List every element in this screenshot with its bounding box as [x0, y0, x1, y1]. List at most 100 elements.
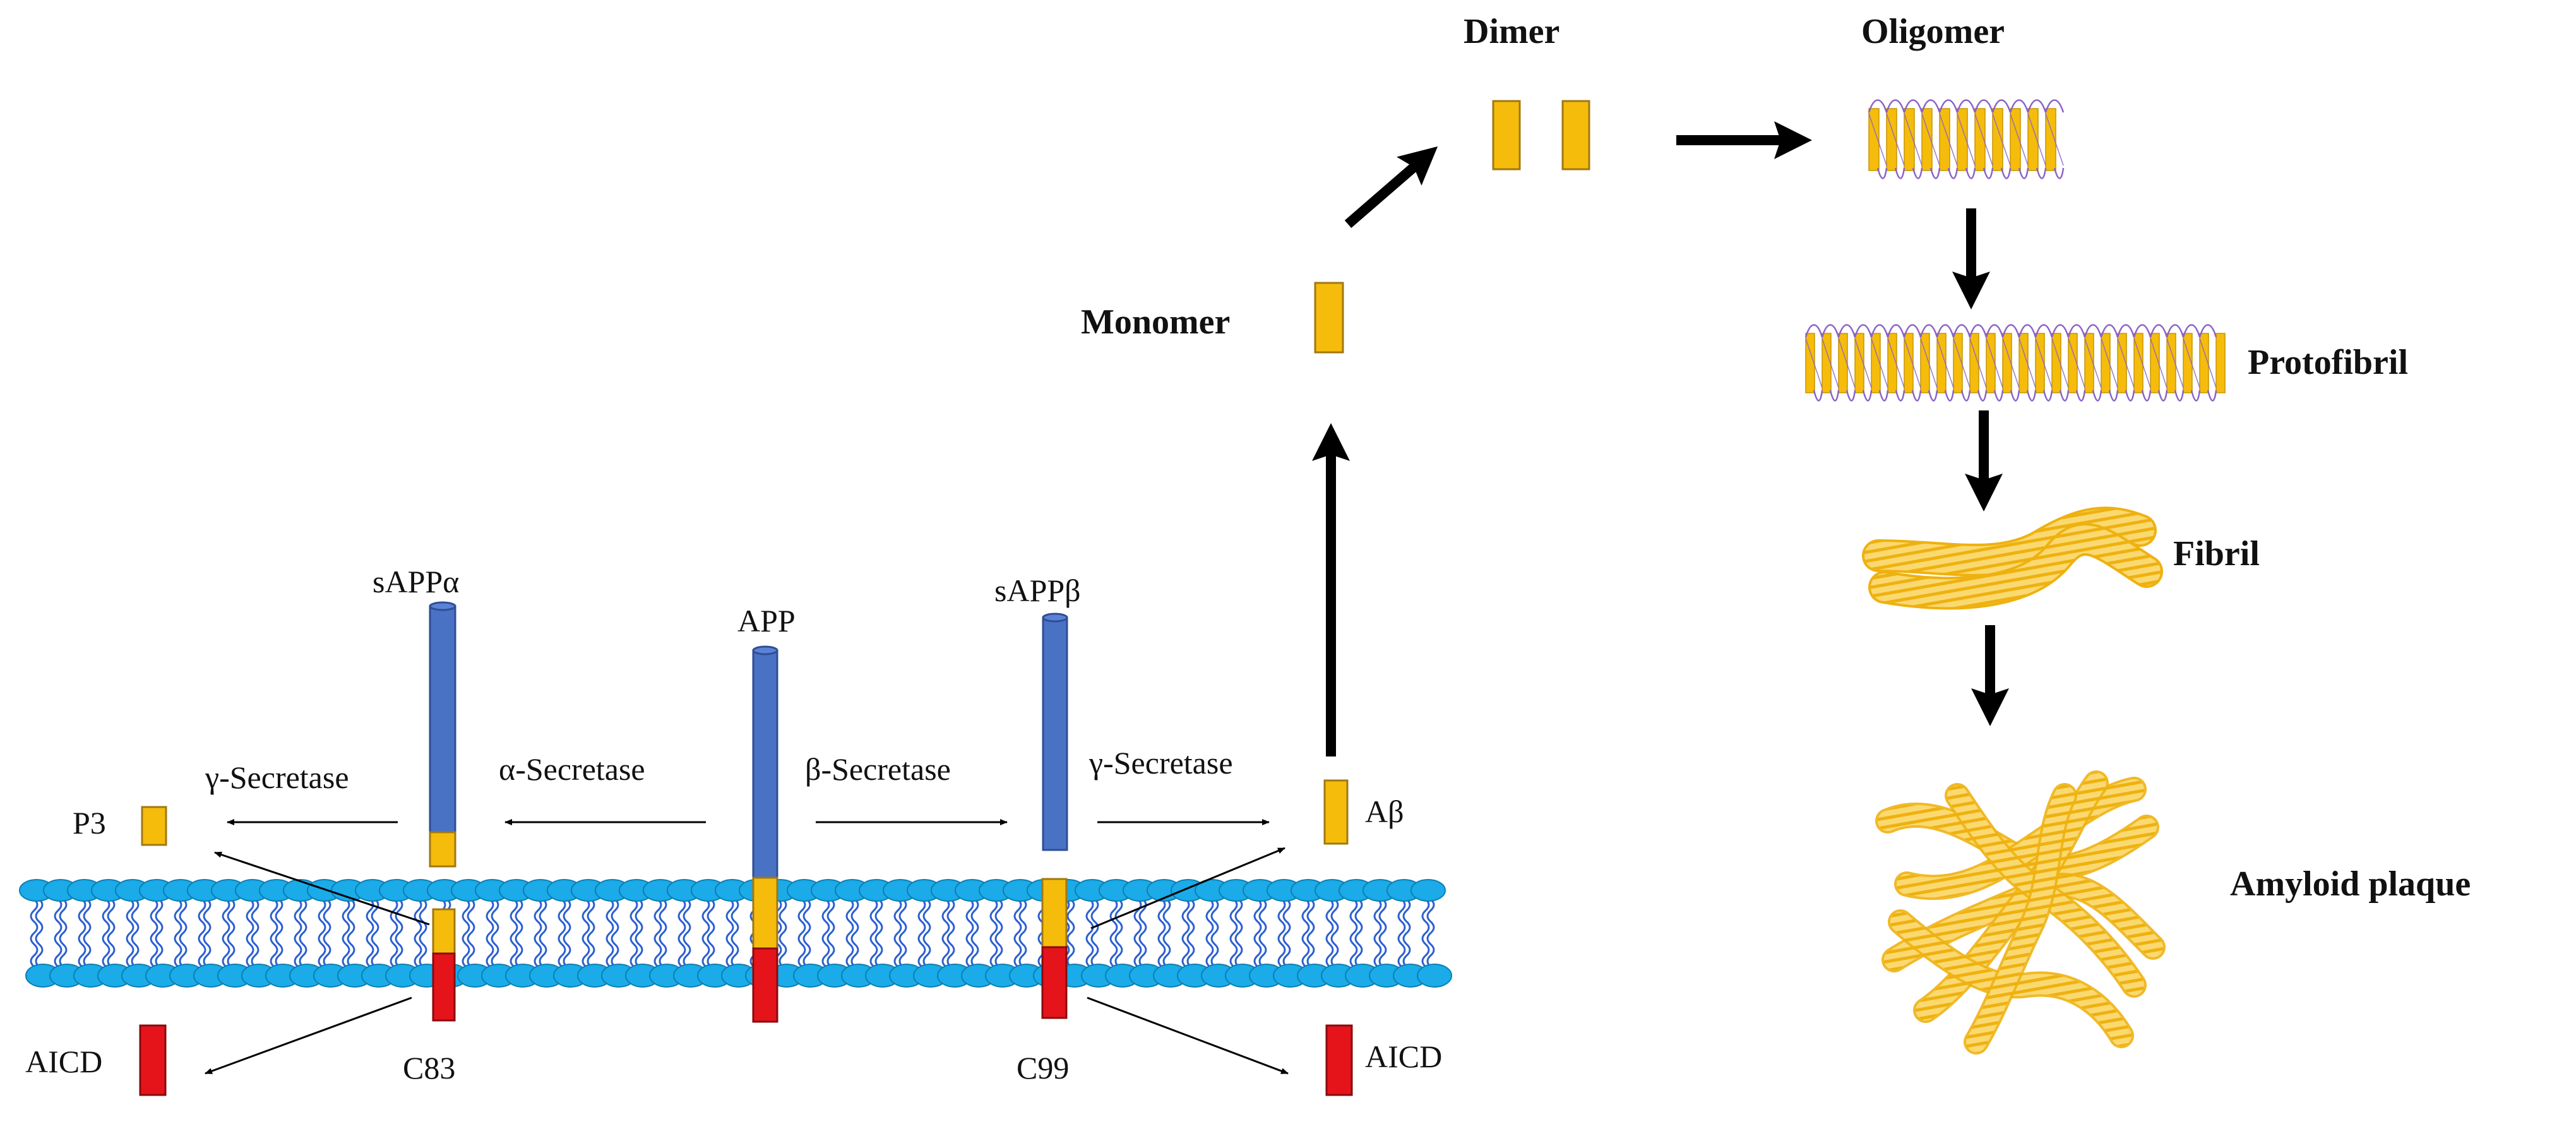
lipid-tail — [1426, 898, 1435, 968]
turn-loop — [2018, 167, 2029, 179]
c83-yellow-segment — [432, 908, 456, 955]
c99-fragment — [1041, 878, 1068, 1019]
lipid-tail — [462, 898, 470, 968]
lipid-tail — [1373, 898, 1382, 968]
turn-loop — [1885, 99, 1905, 113]
lipid-tail — [1349, 898, 1358, 968]
turn-loop — [2198, 324, 2217, 338]
lipid-tail — [922, 898, 931, 968]
turn-loop — [1921, 113, 1940, 166]
turn-loop — [1919, 324, 1938, 338]
turn-loop — [1986, 338, 2003, 388]
lipid-tail — [491, 898, 499, 968]
lipid-tail — [869, 898, 878, 968]
oligomer-label: Oligomer — [1861, 12, 2005, 51]
beta-strand — [2150, 333, 2160, 393]
lipid-head — [1410, 879, 1446, 902]
lipid-tail — [1186, 898, 1195, 968]
c99-to-aicd-arrow — [1087, 996, 1289, 1075]
beta-strand — [1904, 108, 1915, 171]
abeta-label: Aβ — [1365, 794, 1404, 829]
turn-loop — [2018, 338, 2036, 388]
beta-strand — [2045, 108, 2056, 171]
lipid-head — [1417, 964, 1452, 988]
beta-strand — [2166, 333, 2176, 393]
beta-strand — [1838, 333, 1848, 393]
lipid-tail — [1085, 898, 1094, 968]
turn-loop — [1974, 113, 1993, 166]
lipid-tail — [659, 898, 667, 968]
aicd-right-label: AICD — [1365, 1039, 1442, 1074]
lipid-tail — [1229, 898, 1238, 968]
lipid-tail — [946, 898, 955, 968]
turn-loop — [1991, 99, 2012, 113]
turn-loop — [2133, 338, 2151, 388]
sappa-fragment — [429, 601, 456, 868]
turn-loop — [1936, 324, 1955, 338]
fibril-label: Fibril — [2173, 534, 2260, 573]
app-protein — [752, 645, 778, 1023]
beta-strand — [1939, 108, 1950, 171]
abeta-peptide — [1323, 779, 1349, 845]
lipid-tail — [414, 898, 422, 968]
lipid-tail — [131, 898, 140, 968]
lipid-tail — [486, 898, 494, 968]
lipid-tail — [587, 898, 595, 968]
lipid-tail — [581, 898, 590, 968]
lipid-tail — [1133, 898, 1142, 968]
turn-loop — [2199, 338, 2217, 388]
turn-loop — [1895, 390, 1905, 402]
lipid-tail — [797, 898, 806, 968]
lipid-tail — [898, 898, 907, 968]
lipid-tail — [994, 898, 1003, 968]
beta-strand — [2002, 333, 2012, 393]
lipid-tail — [59, 898, 68, 968]
lipid-tail — [1234, 898, 1243, 968]
lipid-tail — [102, 898, 110, 968]
lipid-tails — [30, 898, 1435, 968]
lipid-tail — [605, 898, 614, 968]
lipid-tail — [395, 898, 403, 968]
lipid-tail — [294, 898, 302, 968]
lipid-tail — [683, 898, 691, 968]
lipid-tail — [821, 898, 830, 968]
turn-loop — [2133, 324, 2152, 338]
lipid-tail — [54, 898, 63, 968]
lipid-tail — [203, 898, 212, 968]
aicd-right-fragment — [1325, 1024, 1353, 1096]
lipid-tail — [730, 898, 739, 968]
turn-loop — [2000, 167, 2012, 179]
turn-loop — [1960, 390, 1971, 402]
lipid-tail — [227, 898, 236, 968]
beta-strand — [1887, 333, 1897, 393]
p3-label: P3 — [73, 805, 106, 840]
beta-strand — [1920, 333, 1930, 393]
c99-red-segment — [1041, 946, 1068, 1019]
turn-loop — [2150, 338, 2168, 388]
turn-loop — [1957, 113, 1976, 166]
lipid-tail — [826, 898, 835, 968]
turn-loop — [2190, 390, 2201, 402]
c99-label: C99 — [1017, 1050, 1069, 1085]
monomer-to-dimer-arrow — [1344, 146, 1438, 229]
turn-loop — [2116, 324, 2135, 338]
turn-loop — [1947, 167, 1959, 179]
turn-loop — [2084, 324, 2102, 338]
beta-strand — [1822, 333, 1832, 393]
plaque-ribbon — [1890, 912, 2132, 1046]
lipid-tail — [270, 898, 278, 968]
beta-strand — [1921, 108, 1933, 171]
turn-loop — [2051, 338, 2069, 388]
turn-loop — [1965, 167, 1976, 179]
turn-loop — [2010, 390, 2020, 402]
lipid-tail — [515, 898, 523, 968]
lipid-tail — [1325, 898, 1334, 968]
turn-loop — [2045, 113, 2064, 166]
beta-strand — [1953, 333, 1963, 393]
turn-loop — [2207, 390, 2217, 402]
turn-loop — [1904, 338, 1921, 388]
lipid-tail — [1301, 898, 1310, 968]
turn-loop — [1993, 390, 2004, 402]
